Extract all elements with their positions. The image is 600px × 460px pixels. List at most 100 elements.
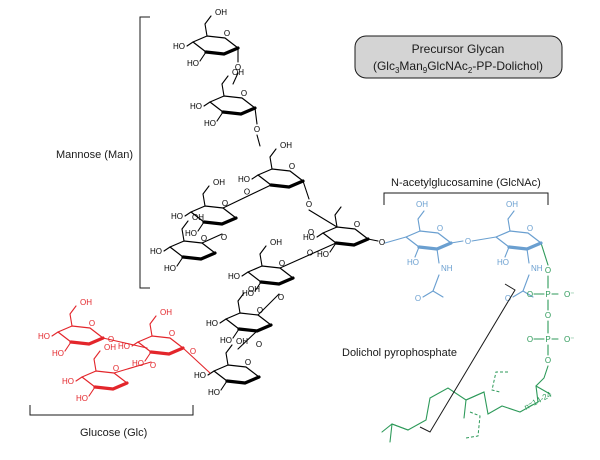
- mannose-ring-1-c6-oh: OH: [215, 8, 227, 17]
- mannose-ring-4-c6-oh: OH: [213, 178, 225, 187]
- glycosidic-oxygen: O: [190, 347, 196, 356]
- glucose-ring-3-c4-ho: HO: [62, 377, 74, 386]
- mannose-ring-1-c6-bond: [204, 23, 208, 37]
- title-box: Precursor Glycan (Glc3Man9GlcNAc2-PP-Dol…: [354, 35, 563, 79]
- mannose-ring-core-c4-ho: HO: [303, 233, 315, 242]
- mannose-ring-8-c3-ho: HO: [220, 336, 232, 345]
- p1-oxide: O⁻: [564, 290, 574, 299]
- mannose-ring-7-c6-bond2: [259, 245, 267, 255]
- mannose-ring-4-ring-oxygen: O: [222, 199, 228, 208]
- mannose-ring-8-c4-bond: [219, 318, 227, 324]
- glcnac-bracket: [383, 192, 549, 205]
- mannose-ring-5-c6-bond2: [181, 220, 189, 230]
- dolichol-label: Dolichol pyrophosphate: [342, 347, 457, 359]
- glycosidic-oxygen: O: [465, 237, 471, 246]
- mannose-ring-2-c3-ho: HO: [204, 119, 216, 128]
- mannose-ring-7-c4-ho: HO: [228, 272, 240, 281]
- glycosidic-oxygen: O: [306, 200, 312, 209]
- mannose-ring-4-c6-bond: [202, 193, 206, 207]
- mannose-ring-4-c3-ho: HO: [185, 229, 197, 238]
- mannose-ring-2-c4-bond: [203, 101, 211, 107]
- mannose-ring-9-c3-ho: HO: [208, 388, 220, 397]
- bonds-layer: [51, 15, 559, 443]
- mannose-ring-1-c4-bond: [186, 41, 194, 47]
- phosphorus-1: P: [545, 290, 550, 299]
- phosphorus-2: P: [545, 335, 550, 344]
- glucose-ring-3-c6-oh: OH: [104, 343, 116, 352]
- glcnac-ring-2-acetyl-methyl: [522, 290, 534, 298]
- glucose-ring-3-front-edge: [93, 381, 129, 391]
- mannose-ring-5: [169, 240, 217, 261]
- mannose-ring-7-front-edge: [259, 276, 295, 286]
- dolichol-bracket: [419, 283, 516, 433]
- mannose-ring-9-c3-bond: [220, 380, 228, 391]
- glcnac-label: N-acetylglucosamine (GlcNAc): [391, 177, 541, 189]
- glucose-ring-3-c4-bond: [75, 376, 83, 382]
- alpha-1-3-bond: [182, 347, 211, 374]
- mannose-ring-9-c6-bond2: [225, 344, 233, 354]
- title-line1: Precursor Glycan: [412, 42, 505, 56]
- alpha-1-2-bond: [254, 107, 258, 125]
- mannose-ring-core-c6-bond: [334, 214, 338, 228]
- dolichol-chain: [381, 365, 549, 433]
- mannose-ring-3-c6-bond: [269, 156, 273, 170]
- glcnac-ring-1-acetyl-bond: [432, 274, 440, 292]
- p1-oxo: O: [527, 290, 533, 299]
- glucose-ring-2-c3-ho: HO: [132, 359, 144, 368]
- mannose-ring-2-c6-oh: OH: [232, 68, 244, 77]
- alpha-1-2-bond: [256, 134, 261, 147]
- title-box-background: [354, 35, 563, 79]
- dolichol-methyl: [535, 385, 551, 395]
- title-part-glc: (Glc: [373, 59, 395, 73]
- mannose-bracket: [139, 16, 150, 289]
- glcnac-ring-1-c3-ho: HO: [407, 258, 419, 267]
- glcnac-ring-1-nh: NH: [441, 264, 453, 273]
- glucose-ring-1-front-edge: [69, 336, 105, 346]
- repeat-bracket-left: [491, 371, 508, 393]
- glycosidic-oxygen: O: [307, 249, 313, 258]
- mannose-ring-8-c3-bond: [232, 328, 240, 339]
- dolichol-double-bond: [465, 391, 485, 401]
- mannose-ring-1: [192, 35, 240, 56]
- mannose-ring-7-c3-ho: HO: [242, 289, 254, 298]
- glucose-ring-3: [81, 370, 129, 391]
- mannose-ring-core-c3-bond: [329, 242, 337, 253]
- glucose-ring-1-c6-bond: [69, 313, 73, 327]
- mannose-ring-9-front-edge: [225, 375, 261, 385]
- beta-1-4-bond: [384, 236, 407, 244]
- mannose-ring-2: [209, 95, 257, 116]
- mannose-ring-7: [247, 265, 295, 286]
- title-part-glcnac: GlcNAc: [427, 59, 468, 73]
- mannose-label: Mannose (Man): [56, 149, 133, 161]
- mannose-ring-5-c4-bond: [163, 246, 171, 252]
- mannose-ring-3-front-edge: [269, 179, 305, 189]
- repeat-unit-label: n=14-24: [523, 390, 554, 412]
- repeat-bracket-right: [465, 411, 481, 439]
- glcnac-ring-2-c6-bond2: [507, 210, 515, 220]
- glucose-bracket: [29, 405, 194, 416]
- mannose-ring-3-c4-bond: [251, 174, 259, 180]
- glcnac-ring-1-c6-oh: OH: [416, 200, 428, 209]
- title-sub-glc: 3: [395, 66, 400, 75]
- alpha-1-6-bond: [308, 209, 338, 228]
- mannose-ring-core-ring-oxygen: O: [354, 220, 360, 229]
- glucose-ring-3-c6-bond2: [93, 350, 101, 360]
- glucose-label: Glucose (Glc): [80, 427, 147, 439]
- mannose-ring-4-c4-bond: [184, 211, 192, 217]
- mannose-ring-1-ring-oxygen: O: [224, 29, 230, 38]
- glucose-ring-1: [57, 325, 105, 346]
- mannose-ring-7-c3-bond: [254, 281, 262, 292]
- mannose-ring-1-c6-bond2: [204, 15, 212, 25]
- mannose-ring-5-c6-oh: OH: [192, 213, 204, 222]
- beta-1-4-bond: [367, 238, 379, 242]
- glucose-ring-1-c3-ho: HO: [52, 349, 64, 358]
- mannose-ring-8-front-edge: [237, 323, 273, 333]
- glucose-ring-2-c6-bond: [149, 323, 153, 337]
- glcnac-ring-2-nh: NH: [531, 264, 543, 273]
- mannose-ring-1-front-edge: [204, 46, 240, 56]
- anomeric-bond: [540, 242, 549, 266]
- mannose-ring-core-c6-bond2: [334, 206, 342, 216]
- mannose-ring-2-c6-bond: [221, 83, 225, 97]
- glcnac-ring-1-n-bond: [436, 248, 440, 264]
